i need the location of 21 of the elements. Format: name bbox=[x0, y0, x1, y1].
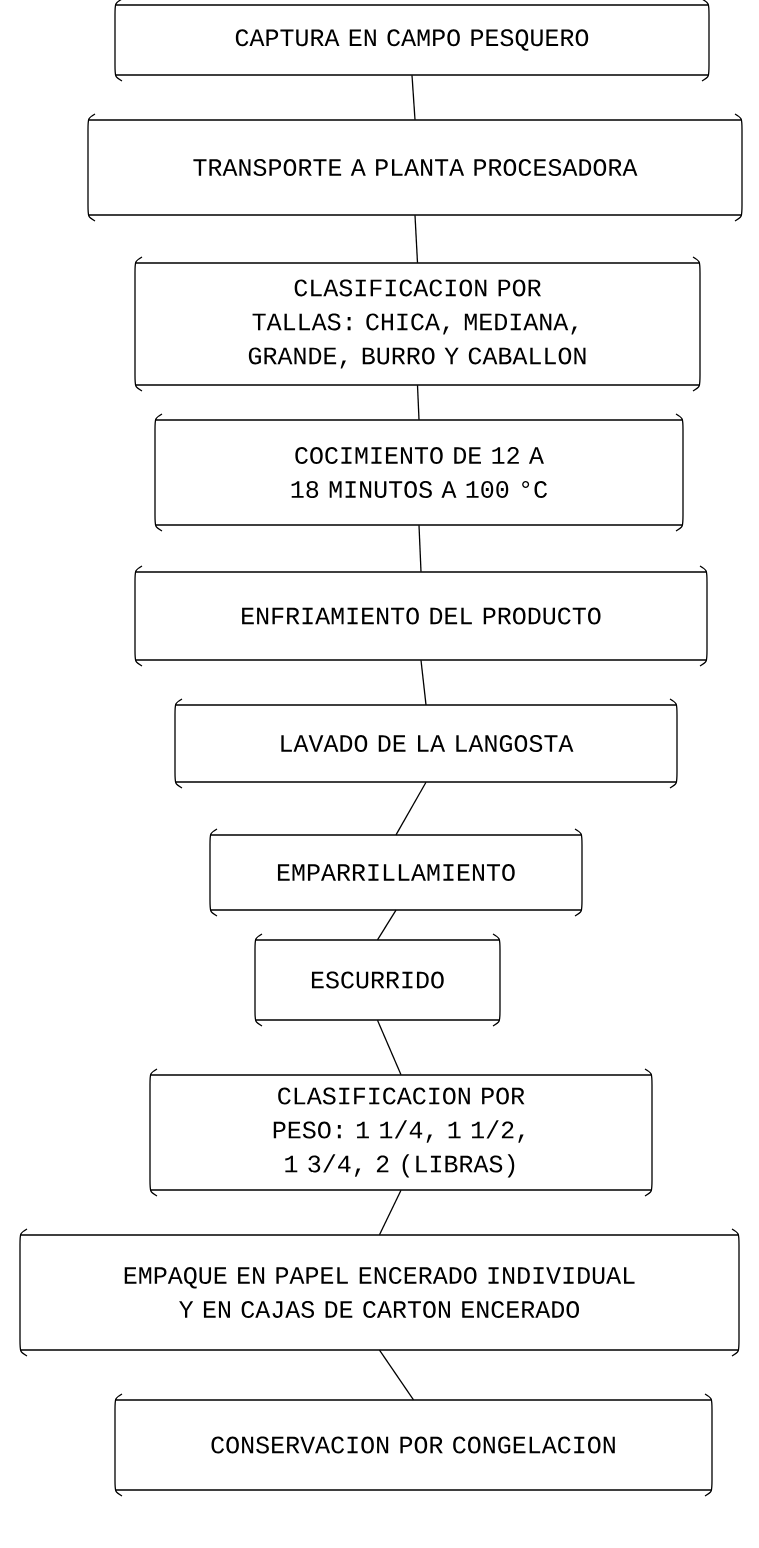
process-box: CLASIFICACION POR PESO: 1 1/4, 1 1/2, 1 3/4, 2 (LIBRAS) bbox=[149, 1068, 653, 1197]
connector-line bbox=[416, 384, 420, 421]
process-box: CAPTURA EN CAMPO PESQUERO bbox=[114, 0, 710, 82]
process-box: ESCURRIDO bbox=[254, 933, 501, 1027]
connector-line bbox=[378, 1349, 415, 1401]
connector-line bbox=[414, 214, 419, 264]
process-box: CONSERVACION POR CONGELACION bbox=[114, 1393, 713, 1497]
process-box: EMPARRILLAMIENTO bbox=[209, 828, 583, 917]
connector-line bbox=[395, 781, 427, 836]
process-box: EMPAQUE EN PAPEL ENCERADO INDIVIDUAL Y EN CAJAS DE CARTON ENCERADO bbox=[19, 1228, 740, 1357]
process-box: ENFRIAMIENTO DEL PRODUCTO bbox=[134, 565, 708, 667]
connector-line bbox=[420, 659, 427, 706]
connector-line bbox=[376, 909, 397, 941]
process-box: COCIMIENTO DE 12 A 18 MINUTOS A 100 °C bbox=[154, 413, 684, 532]
process-box: TRANSPORTE A PLANTA PROCESADORA bbox=[87, 113, 743, 222]
process-box: CLASIFICACION POR TALLAS: CHICA, MEDIANA, GRANDE, BURRO Y CABALLON bbox=[134, 256, 701, 392]
connector-line bbox=[378, 1189, 402, 1236]
process-box: LAVADO DE LA LANGOSTA bbox=[174, 698, 678, 789]
connector-line bbox=[376, 1019, 402, 1076]
connector-line bbox=[411, 74, 416, 121]
connector-line bbox=[418, 524, 422, 573]
